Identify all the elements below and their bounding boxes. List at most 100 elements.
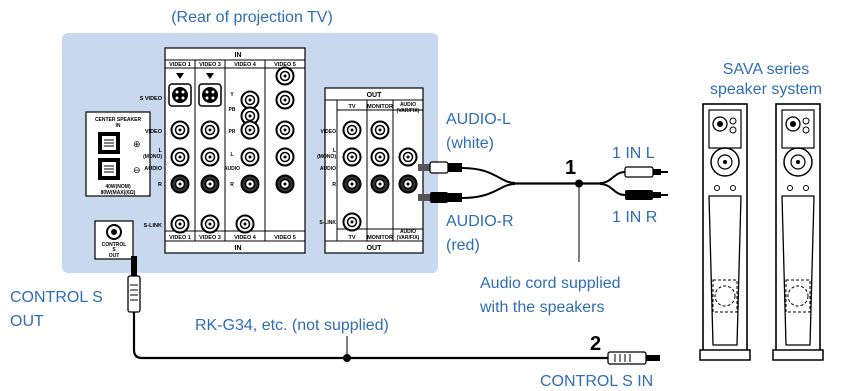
center-speaker-block: CENTER SPEAKER IN ⊕ ⊖ 40W(NOM) 80W(MAX)(… — [85, 111, 151, 197]
out-l-row-label: L — [333, 148, 336, 154]
monitor-header: MONITOR — [367, 104, 393, 110]
rca-jack-out-audio-l — [398, 147, 418, 167]
v4-audio-label: AUDIO — [224, 166, 240, 172]
monitor-footer: MONITOR — [367, 235, 393, 241]
minus-symbol: ⊖ — [133, 165, 141, 175]
watt-max-label: 80W(MAX)(6Ω) — [101, 190, 136, 196]
center-speaker-label: CENTER SPEAKER — [95, 117, 142, 123]
rca-jack-v1-r — [170, 174, 190, 194]
right-speaker — [772, 103, 824, 361]
s-video-jack-3 — [198, 73, 222, 107]
video5-footer: VIDEO 5 — [274, 235, 296, 241]
rca-jack-v1-video — [170, 120, 190, 140]
rca-jack-v5-l — [275, 147, 295, 167]
l-row-label: L — [159, 148, 163, 154]
pb-label: PB — [229, 107, 236, 113]
mono-row-label: (MONO) — [143, 154, 162, 160]
in-top-label: IN — [235, 52, 242, 59]
video5-header: VIDEO 5 — [274, 62, 296, 68]
speaker-system-label: speaker system — [710, 81, 822, 98]
pr-label: PR — [229, 129, 236, 135]
audio-r-color-label: (red) — [446, 237, 480, 254]
control-out-jack-label: OUT — [109, 253, 120, 259]
control-s-cable — [127, 256, 660, 365]
audio-l-color-label: (white) — [446, 135, 494, 152]
one-in-r-label: 1 IN R — [612, 209, 657, 226]
control-s-jack-label: S — [112, 247, 116, 253]
out-s-link-row-label: S-LINK — [319, 220, 336, 226]
plus-symbol: ⊕ — [133, 139, 141, 149]
v4-l-label: L — [230, 152, 233, 158]
rca-jack-out-tv-l — [342, 147, 362, 167]
rca-jack-v5-a — [275, 90, 295, 110]
out-bottom-label: OUT — [367, 245, 383, 252]
watt-nom-label: 40W(NOM) — [105, 184, 131, 190]
center-speaker-in-label: IN — [116, 123, 121, 129]
control-s-in-label: CONTROL S IN — [540, 373, 653, 390]
s-link-row-label: S-LINK — [144, 223, 162, 229]
rca-jack-v3-l — [200, 147, 220, 167]
rca-jack-v4-l — [240, 147, 260, 167]
out-top-label: OUT — [367, 92, 383, 99]
rca-jack-v5-video — [275, 120, 295, 140]
control-s-out-jack-block: CONTROL S OUT — [94, 220, 134, 260]
tv-footer: TV — [348, 235, 355, 241]
rca-jack-v5-r — [275, 174, 295, 194]
rca-jack-v5-top — [275, 66, 295, 86]
rca-jack-v3-r — [200, 174, 220, 194]
left-speaker — [699, 103, 751, 361]
in-bottom-label: IN — [235, 245, 242, 252]
video1-header: VIDEO 1 — [169, 62, 191, 68]
control-jack-label: CONTROL — [102, 242, 127, 248]
video3-header: VIDEO 3 — [199, 62, 221, 68]
rca-jack-out-slink — [342, 212, 362, 232]
control-s-out-label: CONTROL S — [10, 289, 103, 306]
control-s-out-label-2: OUT — [10, 313, 44, 330]
rca-jack-out-monitor-l — [370, 147, 390, 167]
s-video-jack-1 — [168, 73, 192, 107]
rca-jack-out-monitor-video — [370, 120, 390, 140]
rca-jack-v4-r — [240, 174, 260, 194]
rca-jack-out-tv-video — [342, 120, 362, 140]
v4-r-label: R — [230, 182, 234, 188]
step-1-label: 1 — [565, 157, 576, 179]
video1-footer: VIDEO 1 — [169, 235, 191, 241]
audio-l-label: AUDIO-L — [446, 111, 511, 128]
out-r-row-label: R — [332, 182, 336, 188]
rca-jack-v1-slink — [170, 214, 190, 234]
video-row-label: VIDEO — [145, 129, 163, 135]
audio-cord-label-2: with the speakers — [479, 299, 605, 316]
out-jacks-block: OUT OUT TV MONITOR AUDIO (VAR/FIX) TV MO… — [317, 87, 424, 254]
in-jacks-block: IN IN VIDEO 1 VIDEO 3 VIDEO 4 VIDEO 5 VI… — [140, 47, 306, 254]
rca-jack-v3-video — [200, 120, 220, 140]
audio-var-footer-2: (VAR/FIX) — [397, 235, 420, 241]
out-mono-row-label: (MONO) — [317, 154, 336, 160]
r-row-label: R — [158, 182, 162, 188]
y-label: Y — [230, 92, 234, 98]
rear-of-tv-label: (Rear of projection TV) — [171, 9, 333, 26]
rk-g34-label: RK-G34, etc. (not supplied) — [195, 317, 389, 334]
audio-var-header-2: (VAR/FIX) — [397, 108, 420, 114]
rca-jack-v4-y — [240, 90, 260, 110]
out-video-row-label: VIDEO — [320, 129, 336, 135]
rca-jack-v1-l — [170, 147, 190, 167]
audio-cord — [418, 161, 668, 262]
video3-footer: VIDEO 3 — [199, 235, 221, 241]
video4-header: VIDEO 4 — [234, 62, 257, 68]
rca-jack-out-tv-r — [342, 174, 362, 194]
rca-jack-out-audio-r — [398, 174, 418, 194]
rca-jack-v4-pr — [240, 120, 260, 140]
rca-jack-v4-slink — [235, 214, 255, 234]
audio-row-label: AUDIO — [144, 166, 162, 172]
one-in-l-label: 1 IN L — [612, 145, 655, 162]
step-2-label: 2 — [590, 333, 601, 355]
video4-footer: VIDEO 4 — [234, 235, 257, 241]
sava-label: SAVA series — [723, 61, 810, 78]
s-video-row-label: S VIDEO — [140, 96, 163, 102]
audio-r-label: AUDIO-R — [446, 213, 514, 230]
audio-var-footer-1: AUDIO — [400, 229, 416, 235]
speaker-terminal-plus — [98, 132, 120, 154]
rca-jack-out-monitor-r — [370, 174, 390, 194]
audio-var-header-1: AUDIO — [400, 102, 416, 108]
